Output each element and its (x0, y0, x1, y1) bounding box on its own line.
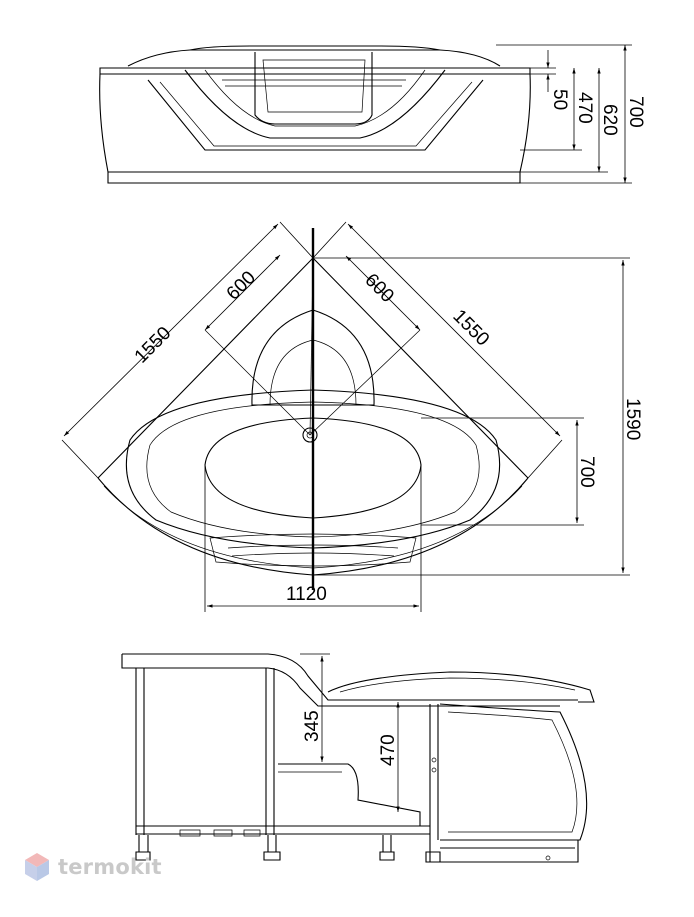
dim-front-50: 50 (549, 89, 570, 110)
dim-top-1550-right: 1550 (448, 306, 493, 351)
dim-top-1550-left: 1550 (131, 323, 176, 368)
hexagon-logo-icon (25, 853, 49, 881)
dim-front-470: 470 (574, 92, 595, 124)
side-view: 345 470 (121, 653, 595, 863)
dim-side-345: 345 (302, 710, 323, 742)
dim-top-1590: 1590 (622, 398, 643, 440)
termokit-watermark: termokit (24, 852, 162, 882)
dim-top-600-right: 600 (360, 270, 397, 307)
top-view: 600 600 1550 1550 1590 700 1120 (61, 221, 643, 612)
front-view: 50 470 620 700 (99, 44, 646, 184)
dim-front-620: 620 (599, 104, 620, 136)
watermark-text: termokit (58, 855, 162, 879)
dim-side-470: 470 (378, 734, 399, 766)
dim-front-700: 700 (625, 96, 646, 128)
dim-top-700: 700 (576, 456, 597, 488)
dim-top-1120: 1120 (286, 584, 327, 605)
